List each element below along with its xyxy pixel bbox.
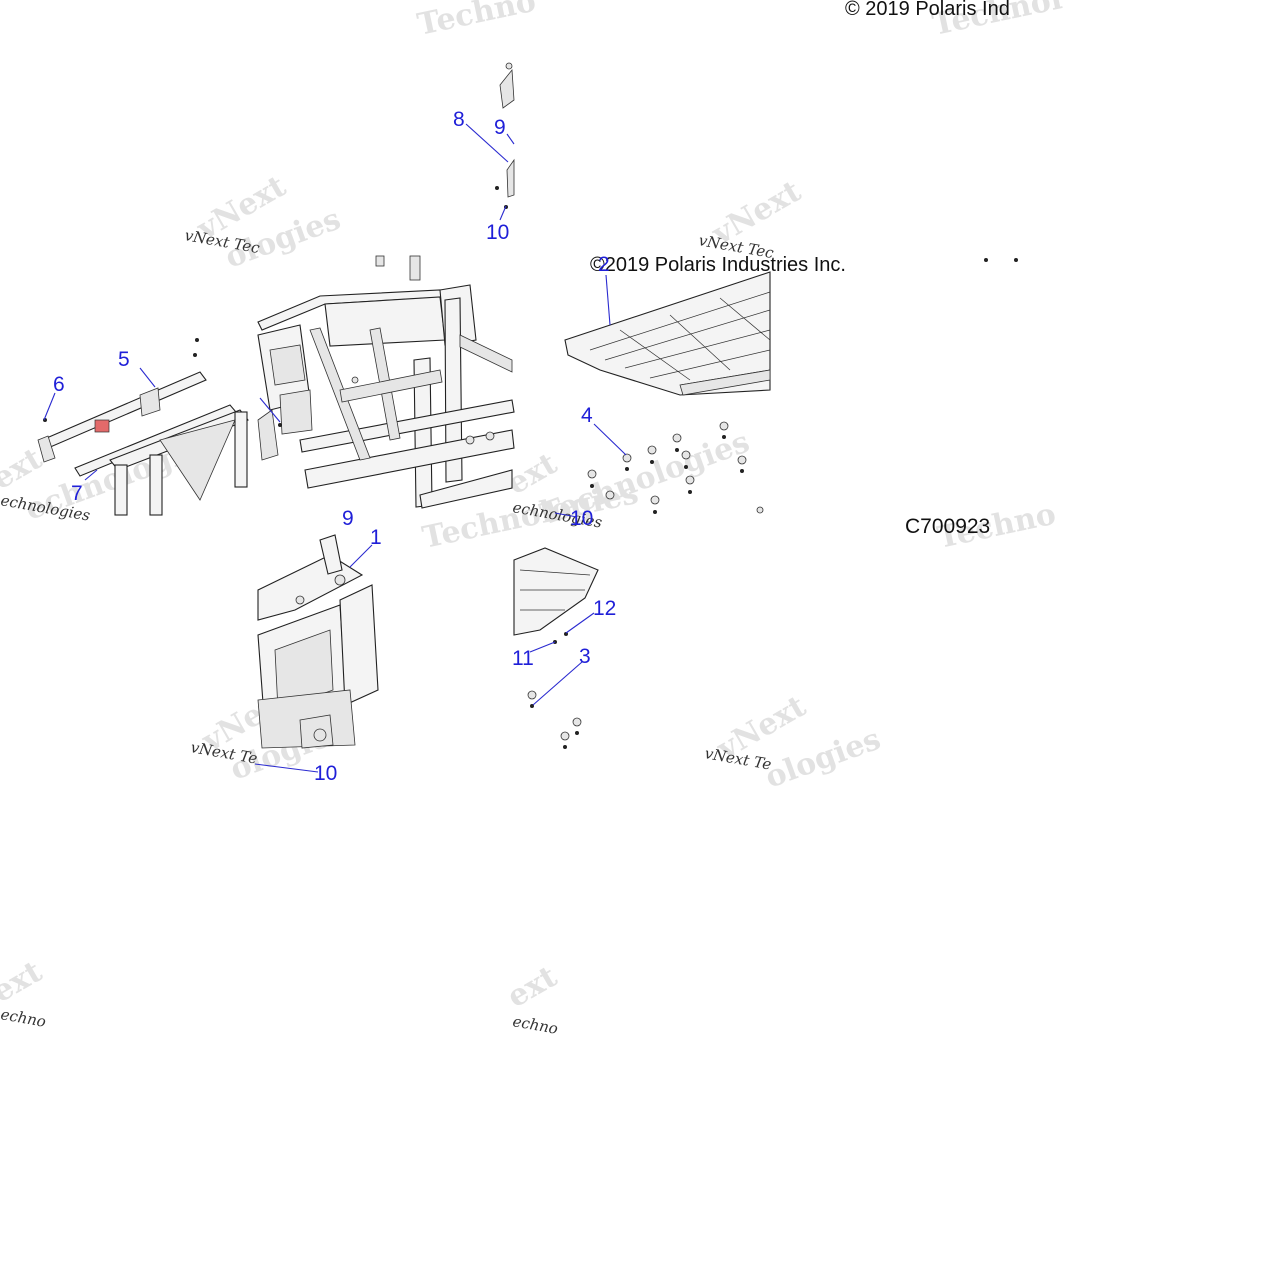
callout-10: 10 <box>314 762 337 785</box>
chassis-frame <box>257 255 515 509</box>
drawing-code: C700923 <box>905 515 990 538</box>
watermark-text: ext <box>0 954 48 1010</box>
highlighted-part <box>94 419 110 433</box>
leader-lines <box>43 123 627 773</box>
callout-3: 3 <box>579 645 591 668</box>
callout-10: 10 <box>486 221 509 244</box>
rack-assembly <box>37 338 249 516</box>
callout-1: 1 <box>370 526 382 549</box>
watermark-text: echno <box>0 1005 47 1031</box>
callout-labels: 8 9 10 2 4 5 6 7 1 10 9 12 11 3 10 <box>53 108 616 785</box>
callout-2: 2 <box>598 253 610 276</box>
watermark-text: echno <box>511 1012 559 1038</box>
skid-plate <box>564 258 1018 396</box>
copyright-text: ©2019 Polaris Industries Inc. <box>590 254 846 276</box>
lower-skid-plate <box>513 547 599 636</box>
watermark-text: ext <box>502 959 564 1015</box>
callout-4: 4 <box>581 404 593 427</box>
watermark-text: Techno <box>414 0 539 43</box>
callout-9: 9 <box>342 507 354 530</box>
rear-chassis-frame <box>257 534 379 749</box>
callout-9: 9 <box>494 116 506 139</box>
callout-12: 12 <box>593 597 616 620</box>
bracket-fragment <box>495 62 515 209</box>
callout-11: 11 <box>512 647 534 670</box>
fastener-group <box>527 421 764 749</box>
callout-8: 8 <box>453 108 465 131</box>
copyright-text: © 2019 Polaris Ind <box>845 0 1010 20</box>
callout-5: 5 <box>118 348 130 371</box>
callout-6: 6 <box>53 373 65 396</box>
callout-7: 7 <box>71 482 83 505</box>
callout-10: 10 <box>570 507 593 530</box>
